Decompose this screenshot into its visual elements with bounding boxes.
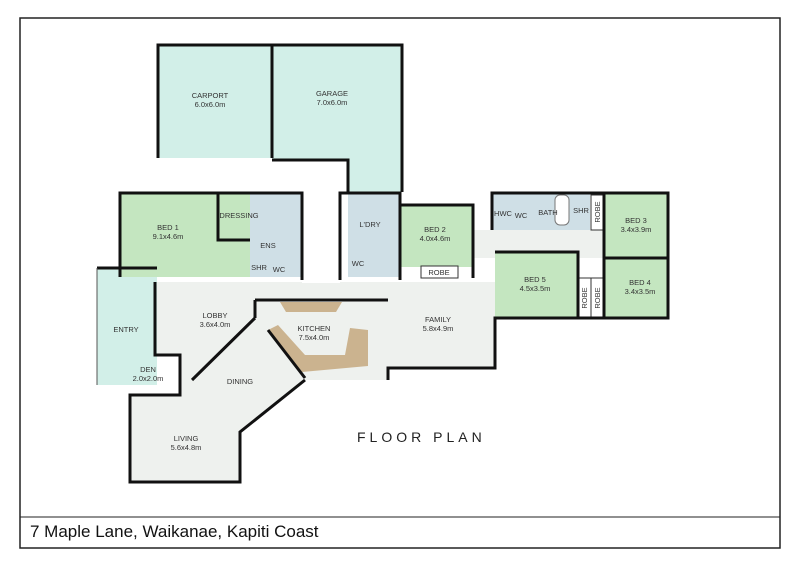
dining-label: DINING xyxy=(227,377,253,386)
bed4-room xyxy=(604,258,668,318)
bed1-size: 9.1x4.6m xyxy=(153,232,184,241)
bed5-size: 4.5x3.5m xyxy=(520,284,551,293)
kitchen-size: 7.5x4.0m xyxy=(299,333,330,342)
hwc-label: HWC xyxy=(494,209,512,218)
bathroom-block xyxy=(492,193,590,230)
living-label: LIVING xyxy=(174,434,199,443)
bed3-label: BED 3 xyxy=(625,216,647,225)
entry-label: ENTRY xyxy=(113,325,138,334)
property-address: 7 Maple Lane, Waikanae, Kapiti Coast xyxy=(30,522,319,541)
bed2-room xyxy=(400,205,473,267)
laundry-room xyxy=(348,193,400,277)
bed2-robe xyxy=(420,265,459,279)
garage-room xyxy=(272,45,402,192)
ensuite-room xyxy=(250,193,302,277)
family-label: FAMILY xyxy=(425,315,451,324)
wc-label: WC xyxy=(515,211,528,220)
lobby-size: 3.6x4.0m xyxy=(200,320,231,329)
laundry-label: L'DRY xyxy=(359,220,380,229)
kitchen-bench xyxy=(280,302,342,312)
bathtub xyxy=(554,194,570,226)
carport-room xyxy=(158,45,272,158)
garage-size: 7.0x6.0m xyxy=(317,98,348,107)
bed5-label: BED 5 xyxy=(524,275,546,284)
bed2-size: 4.0x4.6m xyxy=(420,234,451,243)
den-size: 2.0x2.0m xyxy=(133,374,164,383)
bed2-robe-label: ROBE xyxy=(428,268,449,277)
ens-label: ENS xyxy=(260,241,275,250)
bed4-robe-label: ROBE xyxy=(593,287,602,308)
ens-shr-label: SHR xyxy=(251,263,267,272)
den-label: DEN xyxy=(140,365,156,374)
ens-wc-label: WC xyxy=(273,265,286,274)
floor-plan-title: FLOOR PLAN xyxy=(357,429,486,445)
passage-floor xyxy=(302,193,340,283)
bed3-room xyxy=(604,193,668,258)
bed5-room xyxy=(495,252,578,318)
garage-label: GARAGE xyxy=(316,89,348,98)
bed5-robe-label: ROBE xyxy=(580,287,589,308)
bed2-label: BED 2 xyxy=(424,225,446,234)
lobby-label: LOBBY xyxy=(202,311,227,320)
laundry-wc-label: WC xyxy=(352,259,365,268)
walls xyxy=(96,43,670,484)
shr-label: SHR xyxy=(573,206,589,215)
kitchen-label: KITCHEN xyxy=(298,324,331,333)
carport-label: CARPORT xyxy=(192,91,229,100)
living-size: 5.6x4.8m xyxy=(171,443,202,452)
carport-size: 6.0x6.0m xyxy=(195,100,226,109)
bed3-robe-label: ROBE xyxy=(593,201,602,222)
living-area-floor xyxy=(130,282,495,482)
family-size: 5.8x4.9m xyxy=(423,324,454,333)
dressing-label: DRESSING xyxy=(219,211,258,220)
entry-room xyxy=(97,268,157,385)
bed1-label: BED 1 xyxy=(157,223,179,232)
bed3-size: 3.4x3.9m xyxy=(621,225,652,234)
bed4-label: BED 4 xyxy=(629,278,651,287)
bath-label: BATH xyxy=(538,208,557,217)
bed4-size: 3.4x3.5m xyxy=(625,287,656,296)
